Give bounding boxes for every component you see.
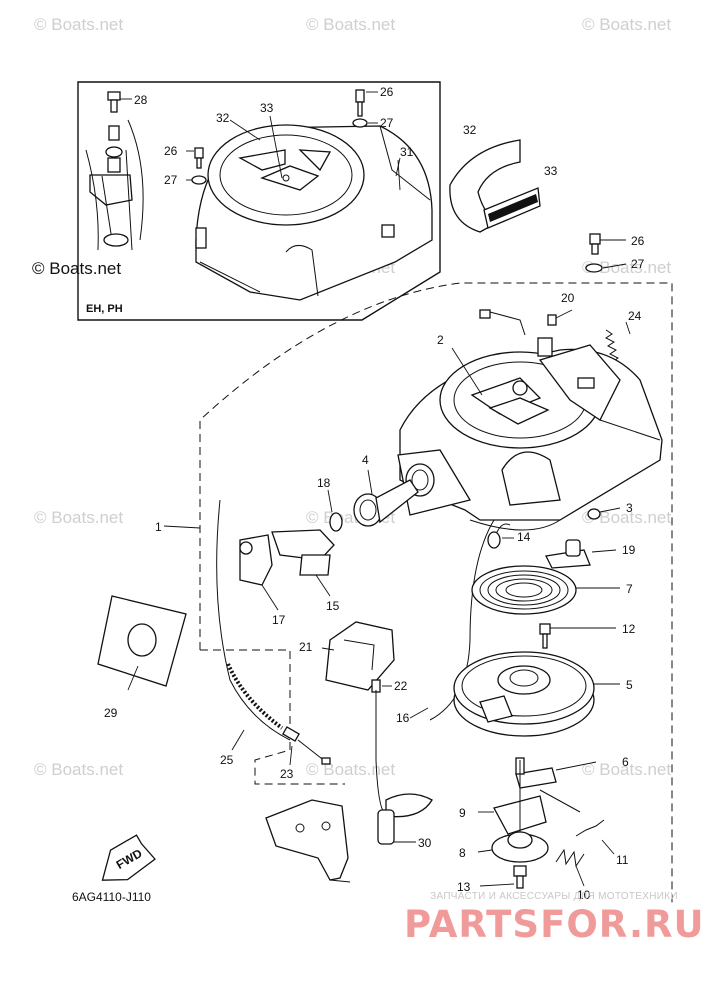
part-4-grommet xyxy=(353,469,419,527)
callout-labels: 1 2 3 4 5 6 7 8 9 10 11 12 13 14 15 16 1… xyxy=(104,123,645,902)
brand-logo[interactable]: PARTSFOR.RU xyxy=(404,903,705,946)
callout-4: 4 xyxy=(362,453,369,467)
inset-callout-32: 32 xyxy=(216,111,230,125)
inset-callout-31: 31 xyxy=(400,145,414,159)
callout-1: 1 xyxy=(155,520,162,534)
callout-11: 11 xyxy=(616,853,629,867)
part-20-pin xyxy=(547,309,573,326)
callout-8: 8 xyxy=(459,846,466,860)
fwd-bracket xyxy=(265,799,351,883)
watermark: © Boats.net xyxy=(306,15,395,34)
callout-19: 19 xyxy=(622,543,636,557)
part-18-washer xyxy=(327,489,343,532)
fwd-arrow-icon: FWD xyxy=(101,834,156,881)
part-3-washer xyxy=(587,507,621,520)
callout-33: 33 xyxy=(544,164,558,178)
callout-17: 17 xyxy=(272,613,286,627)
inset-callout-28: 28 xyxy=(134,93,148,107)
inset-copyright: © Boats.net xyxy=(32,259,122,278)
watermark: © Boats.net xyxy=(34,508,123,527)
callout-22: 22 xyxy=(394,679,408,693)
cable-outline xyxy=(200,649,345,785)
callout-9: 9 xyxy=(459,806,466,820)
callout-14: 14 xyxy=(517,530,531,544)
part-9-plate xyxy=(478,760,547,850)
part-11-spring xyxy=(539,789,615,855)
callout-21: 21 xyxy=(299,640,313,654)
part-33-plate xyxy=(483,187,541,229)
callout-29: 29 xyxy=(104,706,118,720)
callout-12: 12 xyxy=(622,622,636,636)
part-13-bolt xyxy=(479,865,527,889)
drawing-code: 6AG4110-J110 xyxy=(72,890,151,904)
inset-cover xyxy=(195,124,433,301)
screw-26-27 xyxy=(585,233,627,273)
inset-frame xyxy=(77,81,441,321)
callout-13: 13 xyxy=(457,880,471,894)
brand-tagline: ЗАПЧАСТИ И АКСЕССУАРЫ ДЛЯ МОТОТЕХНИКИ xyxy=(430,891,678,902)
watermark: © Boats.net xyxy=(582,15,671,34)
callout-3: 3 xyxy=(626,501,633,515)
inset-model-note: EH, PH xyxy=(86,303,123,315)
callout-18: 18 xyxy=(317,476,331,490)
watermark: © Boats.net xyxy=(306,760,395,779)
callout-20: 20 xyxy=(561,291,575,305)
part-15-lever xyxy=(271,529,335,597)
part-21-bracket xyxy=(321,621,395,693)
inset-callout-26: 26 xyxy=(164,144,178,158)
leader-1 xyxy=(163,525,201,529)
part-29-pad xyxy=(97,595,187,691)
inset-linkage xyxy=(85,91,144,251)
inset-callout-27b: 27 xyxy=(380,116,394,130)
part-12-bolt xyxy=(539,623,616,649)
watermark: © Boats.net xyxy=(34,15,123,34)
inset-callout-33: 33 xyxy=(260,101,274,115)
callout-6: 6 xyxy=(622,755,629,769)
part-25-cable xyxy=(216,499,331,766)
inset-callout-27: 27 xyxy=(164,173,178,187)
callout-26: 26 xyxy=(631,234,645,248)
callout-15: 15 xyxy=(326,599,340,613)
inset-callout-labels: 28 33 32 26 27 26 27 31 xyxy=(134,85,414,187)
watermark: © Boats.net xyxy=(582,508,671,527)
callout-7: 7 xyxy=(626,582,633,596)
part-2-housing xyxy=(397,309,663,531)
callout-2: 2 xyxy=(437,333,444,347)
callout-23: 23 xyxy=(280,767,294,781)
part-5-pulley xyxy=(453,651,620,737)
callout-24: 24 xyxy=(628,309,642,323)
leader-2 xyxy=(451,347,483,396)
assembly-outline xyxy=(199,282,673,905)
callout-10: 10 xyxy=(577,888,591,902)
callout-16: 16 xyxy=(396,711,410,725)
part-7-spring xyxy=(471,565,620,615)
watermark: © Boats.net xyxy=(582,258,671,277)
watermark: © Boats.net xyxy=(582,760,671,779)
watermark: © Boats.net xyxy=(34,760,123,779)
callout-27: 27 xyxy=(631,257,645,271)
part-8-cup xyxy=(477,831,549,863)
callout-25: 25 xyxy=(220,753,234,767)
part-17-bracket xyxy=(239,534,279,611)
part-19-pawl xyxy=(545,539,617,569)
inset-callout-26b: 26 xyxy=(380,85,394,99)
callout-5: 5 xyxy=(626,678,633,692)
part-32-cap xyxy=(449,139,521,233)
part-30-handle xyxy=(377,793,433,845)
callout-30: 30 xyxy=(418,836,432,850)
part-10-spring xyxy=(555,848,585,887)
callout-32: 32 xyxy=(463,123,477,137)
